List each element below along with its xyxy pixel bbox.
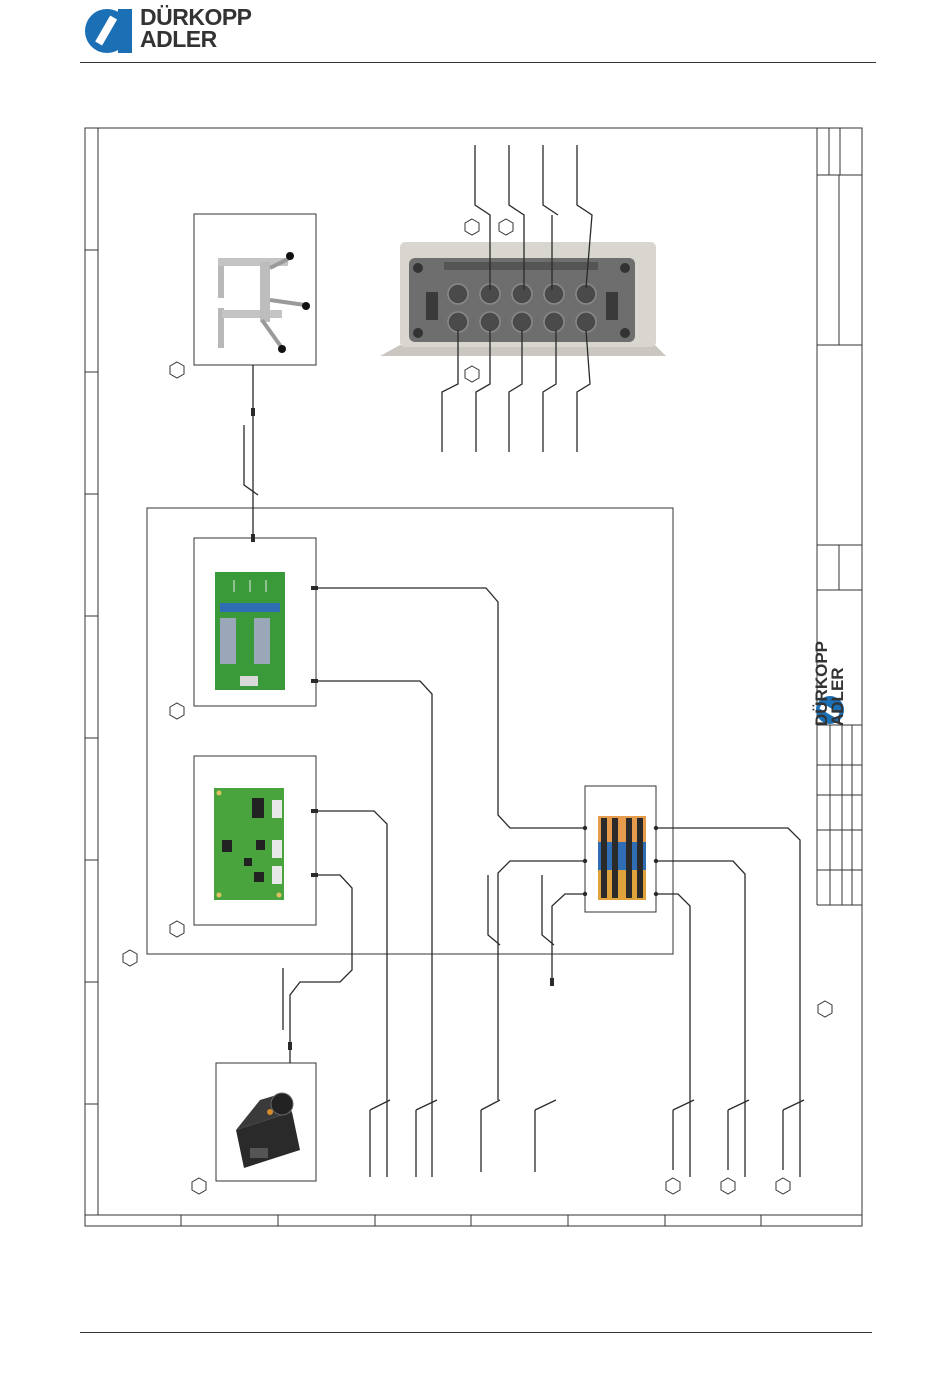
motor-control-board-image <box>215 572 285 690</box>
sensor-image <box>236 1093 300 1168</box>
io-board-image <box>214 788 284 900</box>
table-frame-image <box>218 252 310 353</box>
terminal-block-image <box>598 816 646 900</box>
title-block-brand-line2: ADLER <box>830 606 846 726</box>
table-frame-box <box>194 214 316 365</box>
title-block-brand: DÜRKOPP ADLER <box>814 606 846 726</box>
footer-rule <box>80 1332 872 1333</box>
connector-housing-image <box>380 242 666 356</box>
